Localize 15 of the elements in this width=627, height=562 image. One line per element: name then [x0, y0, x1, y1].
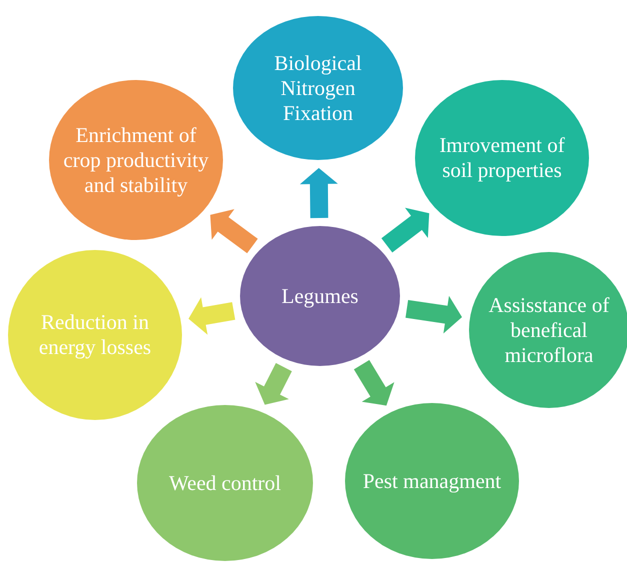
- block-arrow: [354, 360, 394, 406]
- block-arrow: [300, 168, 338, 218]
- block-arrow: [406, 296, 462, 334]
- node-label: Legumes: [280, 284, 360, 308]
- block-arrow: [210, 209, 258, 254]
- node-label: Pest managment: [362, 468, 502, 494]
- block-arrow: [381, 208, 430, 252]
- block-arrow: [255, 363, 292, 405]
- block-arrow: [188, 297, 236, 335]
- node-label: Imrovement of soil properties: [438, 133, 566, 183]
- node-label: Enrichment of crop productivity and stability: [62, 122, 210, 198]
- node-label: Biological Nitrogen Fixation: [273, 50, 363, 126]
- node-label: Assisstance of benefical microflora: [488, 292, 610, 368]
- node-label: Reduction in energy losses: [38, 310, 152, 360]
- node-label: Weed control: [168, 470, 282, 496]
